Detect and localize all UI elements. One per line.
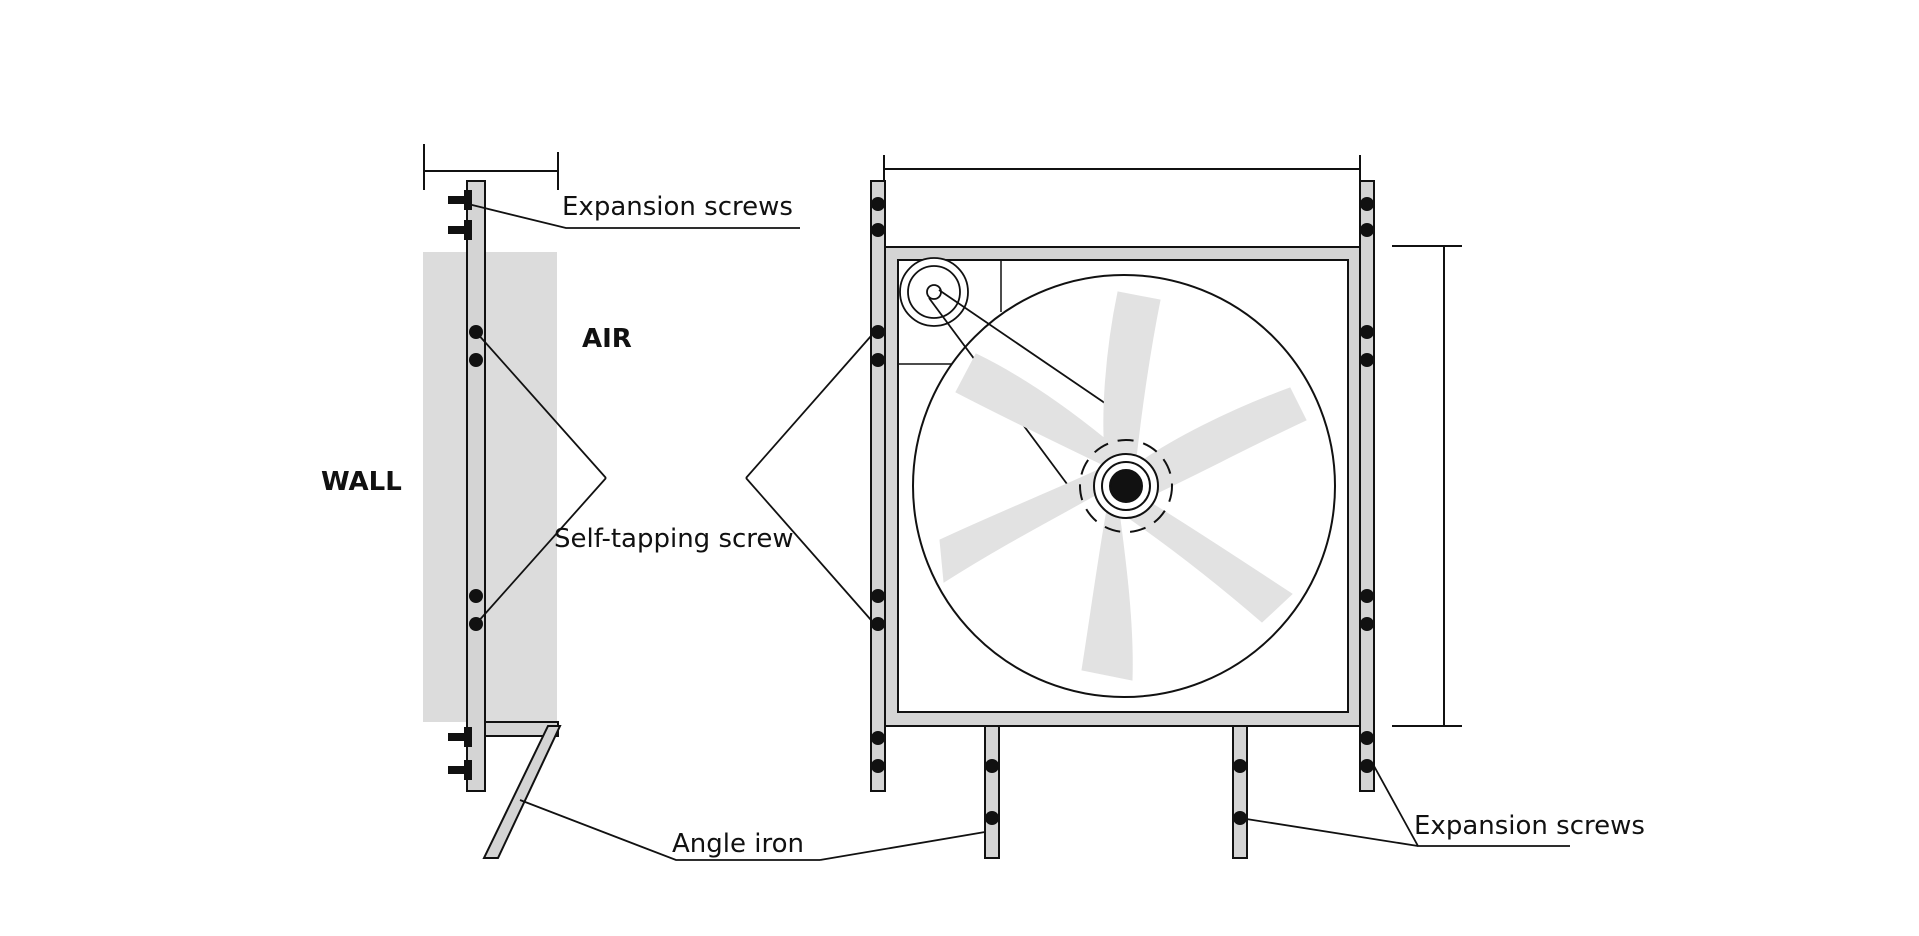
front-screw-dots (871, 197, 1374, 825)
motor-pulley (899, 257, 969, 327)
fan-blades (939, 291, 1307, 681)
side-expansion-screws (448, 190, 472, 780)
front-leader-lines (745, 335, 1570, 861)
motor-compartment (898, 260, 1002, 365)
label-air: AIR (582, 324, 632, 354)
side-leader-lines (459, 201, 820, 861)
wall (423, 252, 557, 722)
label-wall: WALL (321, 467, 402, 497)
label-expansion-screws-bottom: Expansion screws (1414, 811, 1645, 841)
side-view (423, 144, 820, 861)
label-self-tapping-screw: Self-tapping screw (554, 524, 794, 554)
front-width-dimension (883, 155, 1361, 185)
side-angle-iron (482, 721, 562, 859)
label-angle-iron: Angle iron (672, 829, 804, 859)
label-expansion-screws-top: Expansion screws (562, 192, 793, 222)
side-frame-profile (466, 180, 486, 792)
front-height-dimension (1392, 245, 1462, 727)
side-width-dimension (423, 144, 559, 190)
front-view (745, 155, 1570, 861)
fan-hub (1079, 439, 1173, 533)
side-self-tapping-screws (469, 325, 483, 631)
